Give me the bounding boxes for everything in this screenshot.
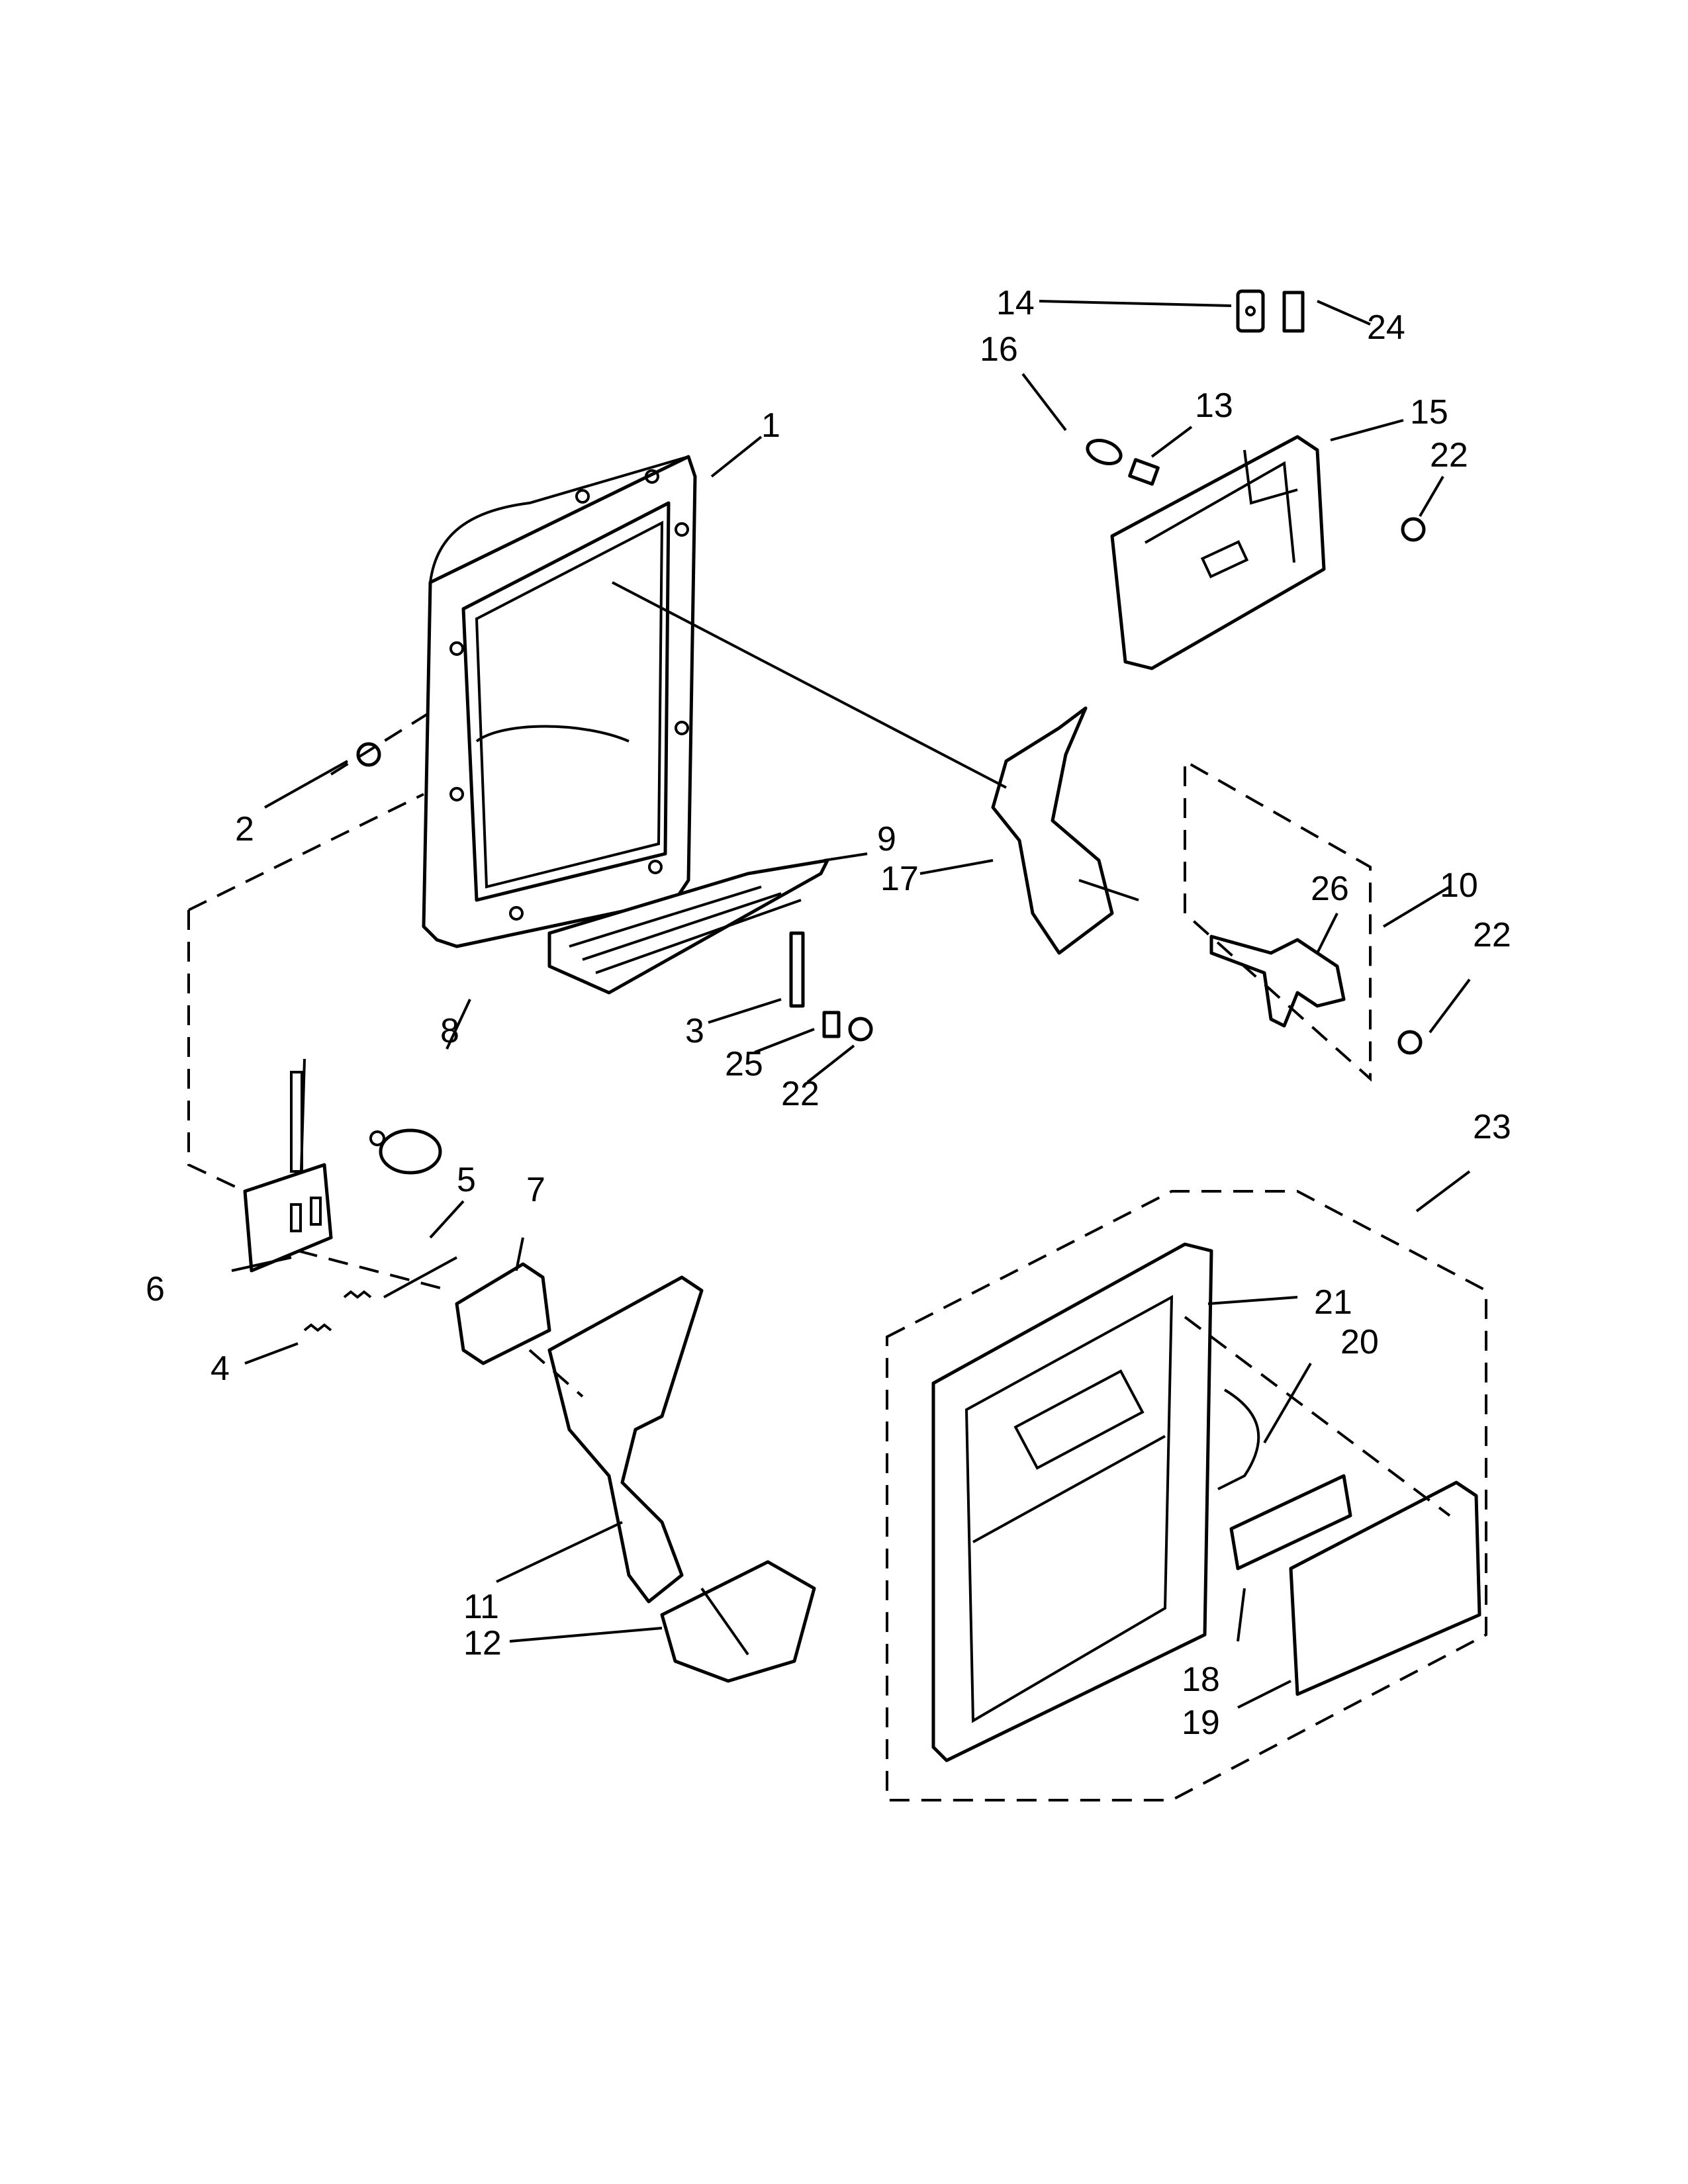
part-5-pin <box>383 1256 457 1298</box>
part-7-hinge <box>455 1262 551 1365</box>
callout-6: 6 <box>146 1270 165 1308</box>
part-8-solenoid <box>369 1128 442 1175</box>
part-15-upper-bracket <box>1110 435 1326 670</box>
part-26-actuator <box>1209 934 1346 1028</box>
part-21-panel <box>931 1242 1213 1762</box>
callout-9: 9 <box>877 820 896 858</box>
callout-24: 24 <box>1367 308 1405 347</box>
part-14-switch <box>1236 289 1265 333</box>
callout-14: 14 <box>996 284 1035 322</box>
part-3-bracket <box>789 931 805 1008</box>
callout-17: 17 <box>880 860 919 898</box>
dashed-link-left <box>187 707 438 1193</box>
part-20-harness <box>1217 1388 1260 1490</box>
part-24-insulator <box>1282 291 1305 333</box>
part-22-screw-right <box>1397 1030 1423 1055</box>
callout-20: 20 <box>1340 1323 1379 1361</box>
part-13-socket <box>1128 458 1160 486</box>
dashed-link-top <box>612 581 1139 901</box>
leader-lines <box>231 300 1471 1709</box>
assembly-10-boundary <box>1184 758 1372 1082</box>
callout-22-middle: 22 <box>781 1075 820 1113</box>
callout-22-right: 22 <box>1473 916 1511 954</box>
part-6-motor <box>243 1058 333 1273</box>
callout-labels: 1 2 3 4 5 6 7 8 9 10 11 12 13 14 15 16 1… <box>146 284 1511 1742</box>
part-17-lever <box>991 706 1114 955</box>
callout-11: 11 <box>463 1588 499 1626</box>
callout-8: 8 <box>440 1012 459 1050</box>
part-2-screw <box>356 742 381 767</box>
part-22-screw-middle <box>848 1017 873 1042</box>
callout-18: 18 <box>1182 1661 1220 1699</box>
callout-7: 7 <box>526 1171 545 1209</box>
callout-23: 23 <box>1473 1108 1511 1146</box>
part-9-drip-tray <box>547 858 829 995</box>
dashed-link-lower <box>297 1250 1451 1517</box>
callout-1: 1 <box>761 406 780 445</box>
part-4-springs <box>303 1290 372 1332</box>
callout-4: 4 <box>211 1349 230 1388</box>
assembly-23-boundary <box>886 1190 1487 1801</box>
callout-21: 21 <box>1314 1283 1352 1322</box>
part-25-clip <box>822 1011 841 1038</box>
callout-2: 2 <box>235 810 254 848</box>
callout-26: 26 <box>1311 870 1349 908</box>
part-11-arm <box>547 1275 704 1604</box>
callout-13: 13 <box>1195 387 1233 425</box>
part-16-bulb <box>1086 439 1123 465</box>
part-18-board <box>1229 1474 1352 1570</box>
part-19-overlay <box>1289 1480 1481 1696</box>
part-22-screw-upper <box>1401 517 1426 542</box>
callout-25: 25 <box>725 1045 763 1083</box>
callout-10: 10 <box>1440 866 1478 905</box>
callout-19: 19 <box>1182 1704 1220 1742</box>
part-1-housing <box>422 455 697 948</box>
part-12-chute <box>660 1560 816 1683</box>
callout-22-upper: 22 <box>1430 436 1468 475</box>
callout-12: 12 <box>463 1624 502 1662</box>
callout-3: 3 <box>685 1012 704 1050</box>
callout-5: 5 <box>457 1161 476 1199</box>
callout-16: 16 <box>980 330 1018 369</box>
callout-15: 15 <box>1410 393 1448 432</box>
